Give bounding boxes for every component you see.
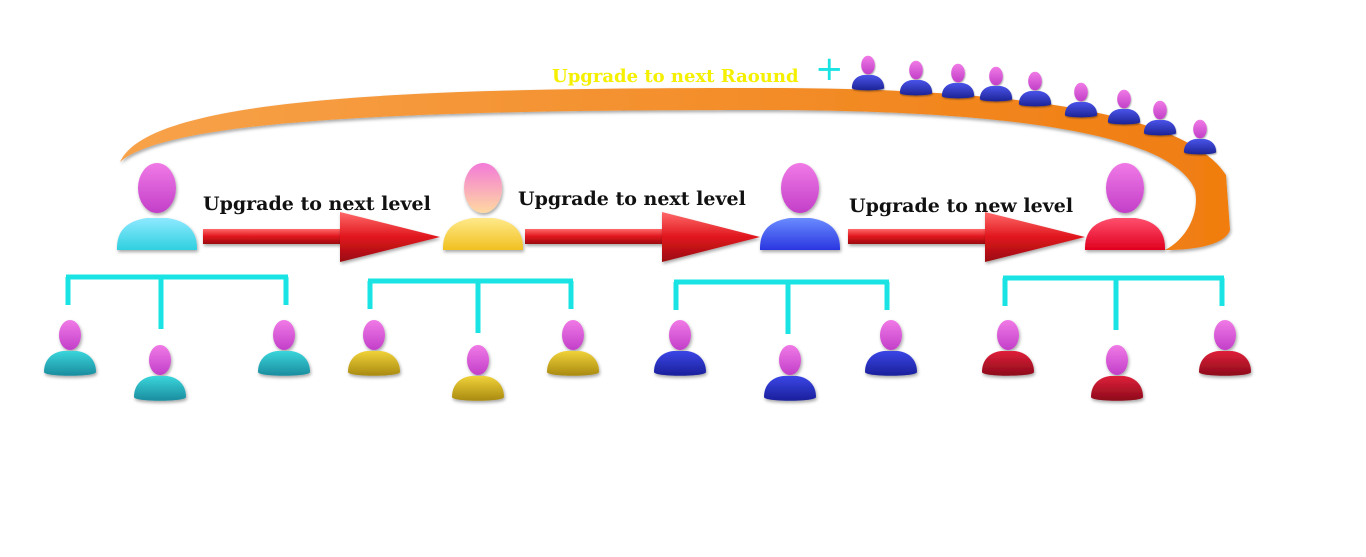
- arrow-label-1: Upgrade to next level: [203, 193, 431, 215]
- person-icon: [258, 320, 310, 376]
- person-icon: [982, 320, 1034, 376]
- arrow-right-icon: [525, 212, 760, 262]
- person-icon: [1143, 100, 1177, 136]
- level-1-person-icon: [117, 163, 197, 250]
- person-icon: [654, 320, 706, 376]
- person-icon: [1064, 82, 1098, 118]
- round-upgrade-label: Upgrade to next Raound: [552, 66, 799, 87]
- level-3-person-icon: [760, 163, 840, 250]
- plus-icon: +: [815, 49, 844, 89]
- round-members-queue: [851, 55, 1217, 155]
- person-icon: [134, 345, 186, 401]
- downline-members: [44, 320, 1251, 401]
- person-icon: [348, 320, 400, 376]
- person-icon: [1018, 71, 1052, 107]
- person-icon: [899, 60, 933, 96]
- person-icon: [979, 66, 1013, 102]
- person-icon: [547, 320, 599, 376]
- person-icon: [1183, 119, 1217, 155]
- person-icon: [1107, 89, 1141, 125]
- arrow-right-icon: [848, 212, 1085, 262]
- person-icon: [44, 320, 96, 376]
- arrow-label-2: Upgrade to next level: [518, 188, 746, 210]
- arrow-right-icon: [203, 212, 440, 262]
- downline-connectors: [65, 274, 1225, 334]
- level-4-person-icon: [1085, 163, 1165, 250]
- person-icon: [851, 55, 885, 91]
- person-icon: [452, 345, 504, 401]
- person-icon: [764, 345, 816, 401]
- level-2-person-icon: [443, 163, 523, 250]
- person-icon: [1091, 345, 1143, 401]
- arrow-label-3: Upgrade to new level: [849, 195, 1073, 217]
- person-icon: [941, 63, 975, 99]
- person-icon: [1199, 320, 1251, 376]
- person-icon: [865, 320, 917, 376]
